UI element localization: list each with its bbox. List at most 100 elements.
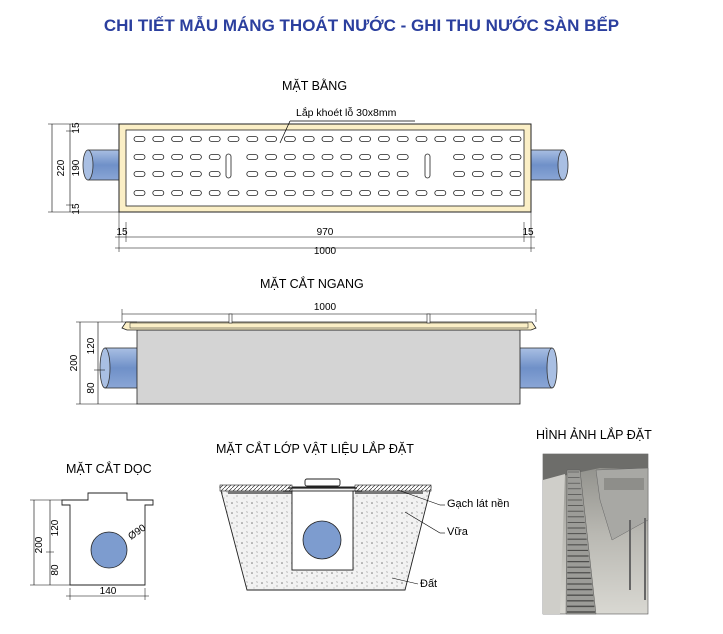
dim-plan-220: 220 — [56, 159, 67, 176]
grate-slot — [171, 136, 184, 142]
grate-slot — [189, 136, 202, 142]
grate-slot — [283, 154, 296, 160]
center-slot-left — [225, 153, 232, 179]
grate-slot — [340, 136, 353, 142]
grate-slot — [171, 190, 184, 196]
dim-long-120: 120 — [50, 519, 61, 536]
grate-slot — [471, 154, 484, 160]
grate-slot — [246, 171, 259, 177]
label-tile: Gạch lát nền — [447, 498, 510, 510]
grate-slot — [377, 136, 390, 142]
plan-heading: MẶT BẰNG — [282, 79, 348, 93]
grate-slot — [283, 136, 296, 142]
grate-slot — [490, 171, 503, 177]
dim-cross-1000: 1000 — [314, 302, 337, 313]
grate-slot — [321, 136, 334, 142]
material-heading: MẶT CẮT LỚP VẬT LIỆU LẮP ĐẶT — [216, 442, 414, 456]
label-mortar: Vữa — [447, 526, 468, 538]
grate-slot — [321, 171, 334, 177]
dim-plan-15-top: 15 — [71, 122, 82, 134]
grate-slot — [453, 190, 466, 196]
grate-slot — [509, 171, 522, 177]
grate-slot — [246, 154, 259, 160]
grate-slot — [434, 136, 447, 142]
grate-slot — [171, 171, 184, 177]
grate-slot — [359, 136, 372, 142]
dim-long-140: 140 — [100, 586, 117, 597]
tile-right — [354, 484, 432, 492]
dim-long-200: 200 — [34, 536, 45, 553]
dim-cross-80: 80 — [86, 382, 97, 394]
grate-slot — [453, 154, 466, 160]
label-soil: Đất — [420, 578, 438, 590]
grate-slot — [415, 136, 428, 142]
dim-plan-970: 970 — [317, 227, 334, 238]
grate-slot — [359, 190, 372, 196]
material-handle — [304, 478, 341, 487]
plan-view: 220 15 190 15 15 970 15 1000 — [48, 120, 569, 257]
grate-slot — [396, 154, 409, 160]
cross-pipe-right — [518, 347, 553, 389]
cross-body — [136, 329, 521, 405]
grate-slot — [302, 136, 315, 142]
grate-slot — [152, 190, 165, 196]
grate-slot — [302, 154, 315, 160]
grate-slot — [283, 190, 296, 196]
grate-slot — [208, 171, 221, 177]
grate-slot — [340, 171, 353, 177]
grate-slots — [133, 136, 522, 196]
plan-note: Lắp khoét lỗ 30x8mm — [296, 107, 397, 119]
grate-slot — [283, 171, 296, 177]
grate-slot — [246, 136, 259, 142]
grate-slot — [171, 154, 184, 160]
material-section-view — [219, 478, 445, 591]
grate-slot — [265, 171, 278, 177]
cross-section-heading: MẶT CẮT NGANG — [260, 277, 364, 291]
grate-slot — [208, 190, 221, 196]
grate-slot — [189, 171, 202, 177]
grate-slot — [490, 190, 503, 196]
dim-plan-15-right: 15 — [522, 227, 534, 238]
grate-slot — [471, 190, 484, 196]
center-slot-right — [424, 153, 431, 179]
grate-slot — [377, 154, 390, 160]
material-pipe — [302, 520, 342, 560]
grate-slot — [377, 190, 390, 196]
grate-slot — [302, 171, 315, 177]
long-section-heading: MẶT CẮT DỌC — [66, 462, 152, 476]
cross-section-view: 1000 200 120 80 — [69, 302, 558, 405]
grate-slot — [208, 154, 221, 160]
grate-slot — [453, 171, 466, 177]
grate-slot — [133, 154, 146, 160]
grate-slot — [302, 190, 315, 196]
dim-cross-200: 200 — [69, 354, 80, 371]
grate-slot — [509, 154, 522, 160]
tile-left — [219, 484, 293, 492]
grate-slot — [189, 190, 202, 196]
grate-slot — [152, 171, 165, 177]
grate-slot — [246, 190, 259, 196]
grate-slot — [133, 190, 146, 196]
grate-slot — [340, 154, 353, 160]
dim-plan-15-bottom: 15 — [71, 203, 82, 215]
grate-slot — [265, 136, 278, 142]
grate-slot — [377, 171, 390, 177]
cross-pipe-left — [104, 347, 139, 389]
grate-slot — [152, 154, 165, 160]
dim-plan-1000: 1000 — [314, 246, 337, 257]
grate-slot — [490, 136, 503, 142]
long-section-view: Ø90 200 120 80 140 — [30, 492, 154, 600]
grate-slot — [340, 190, 353, 196]
dim-plan-15-left: 15 — [116, 227, 128, 238]
sheet-title: CHI TIẾT MẪU MÁNG THOÁT NƯỚC - GHI THU N… — [103, 16, 620, 35]
grate-slot — [265, 190, 278, 196]
dim-plan-190: 190 — [71, 159, 82, 176]
grate-slot — [509, 136, 522, 142]
grate-slot — [359, 154, 372, 160]
grate-slot — [189, 154, 202, 160]
grate-slot — [208, 136, 221, 142]
long-section-pipe — [90, 531, 128, 569]
grate-slot — [133, 136, 146, 142]
